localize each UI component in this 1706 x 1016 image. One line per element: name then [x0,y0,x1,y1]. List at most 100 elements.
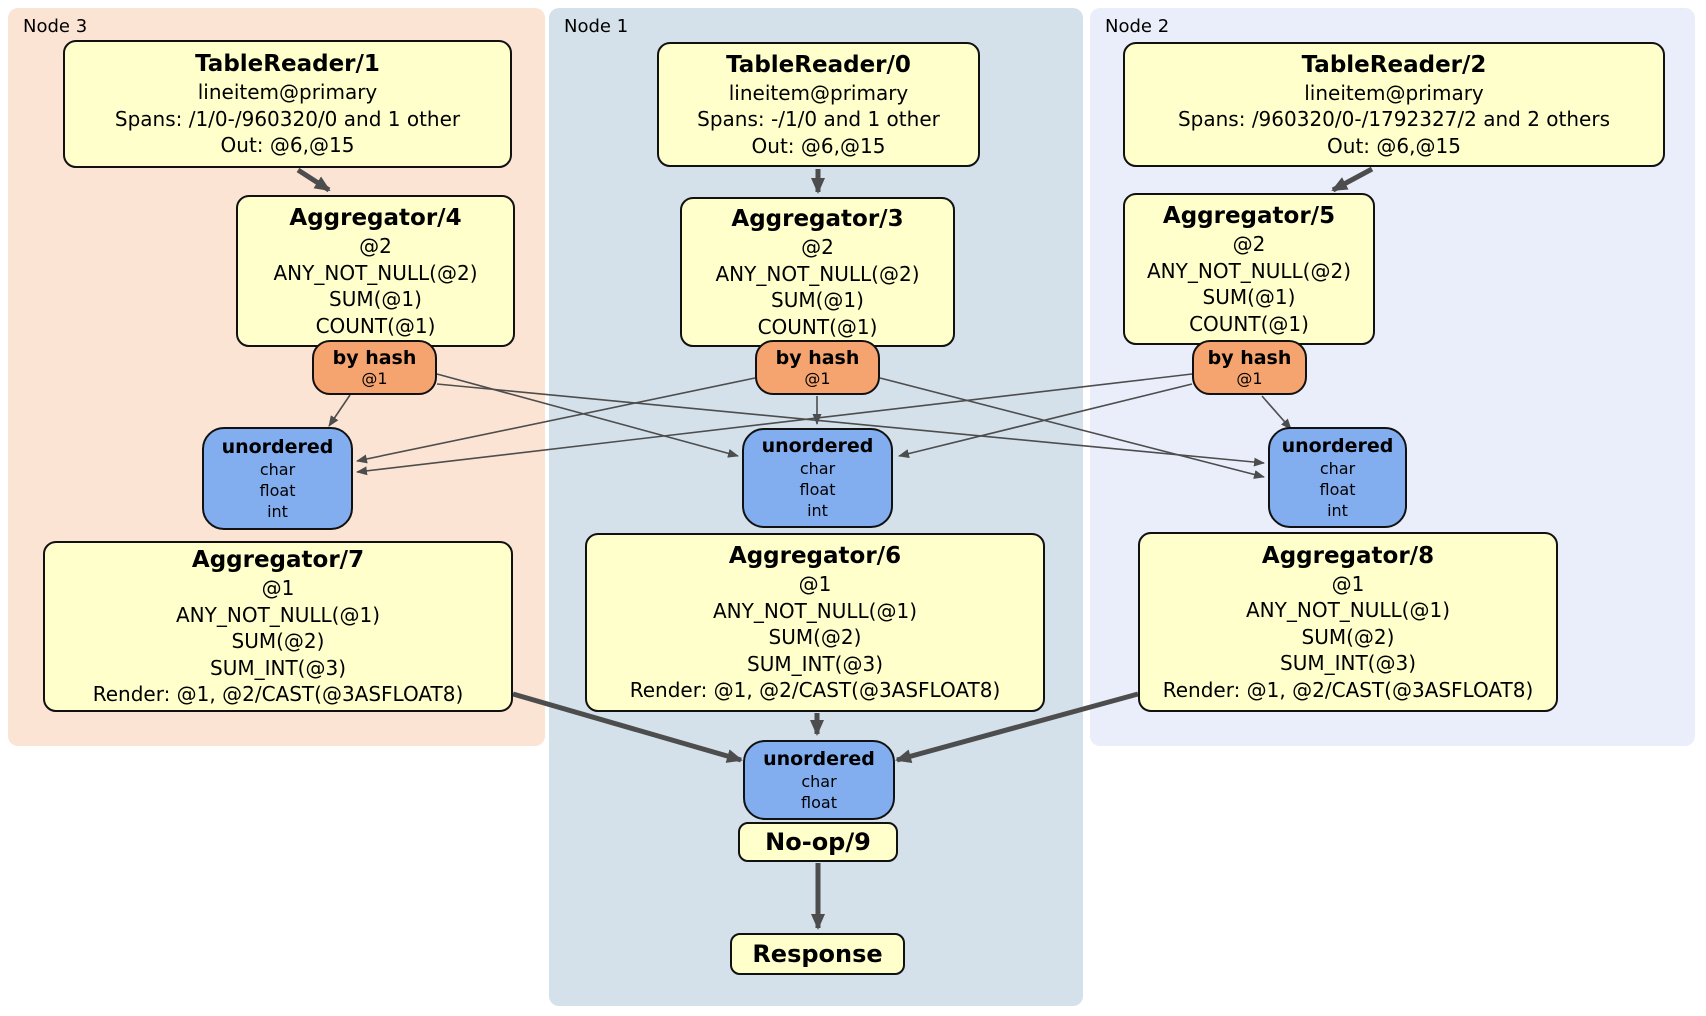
box-line: Spans: -/1/0 and 1 other [697,107,940,132]
box-line: lineitem@primary [728,80,909,105]
box-line: SUM(@1) [1202,285,1296,309]
aggregator-7-box: Aggregator/7 @1 ANY_NOT_NULL(@1) SUM(@2)… [43,541,513,712]
box-line: SUM(@2) [231,629,325,654]
box-line: COUNT(@1) [757,314,878,339]
box-line: SUM(@1) [771,288,864,312]
sync-line: float [799,480,836,499]
node-3-label: Node 3 [23,16,88,37]
box-line: Render: @1, @2/CAST(@3ASFLOAT8) [1162,677,1534,702]
box-line: Spans: /960320/0-/1792327/2 and 2 others [1177,107,1610,132]
sync-line: int [807,501,828,520]
sync-line: char [801,771,837,791]
box-title: Aggregator/7 [191,547,365,574]
router-key: @1 [804,369,831,388]
edge-hash5-sync8 [1261,395,1292,430]
edge-tablereader2-aggregator5 [1331,166,1374,193]
box-title: TableReader/2 [1301,51,1487,78]
box-title: Aggregator/5 [1162,203,1336,229]
box-line: @2 [1232,232,1266,256]
hash-router-5: by hash @1 [1192,340,1307,395]
sync-line: char [259,459,296,479]
node-2-label: Node 2 [1105,16,1170,37]
sync-unordered-8: unordered char float int [1268,427,1407,528]
edge-hash3-sync8 [879,377,1265,479]
box-title: TableReader/1 [195,51,380,78]
tablereader-2-box: TableReader/2 lineitem@primary Spans: /9… [1123,42,1665,167]
edge-hash3-sync7 [356,377,756,464]
box-title: Aggregator/8 [1261,542,1435,569]
box-line: Render: @1, @2/CAST(@3ASFLOAT8) [92,682,464,707]
box-line: lineitem@primary [1304,80,1484,105]
aggregator-6-box: Aggregator/6 @1 ANY_NOT_NULL(@1) SUM(@2)… [585,533,1045,712]
final-sync-unordered: unordered char float [743,740,895,820]
box-title: Aggregator/3 [731,206,904,232]
box-line: SUM_INT(@3) [1280,651,1416,676]
edge-hash5-sync7 [356,373,1193,476]
sync-line: int [267,501,288,521]
aggregator-4-box: Aggregator/4 @2 ANY_NOT_NULL(@2) SUM(@1)… [236,195,515,347]
sync-line: float [801,792,837,812]
box-line: SUM_INT(@3) [210,655,346,680]
box-title: Aggregator/6 [728,543,902,570]
router-title: by hash [775,347,860,369]
box-line: COUNT(@1) [1189,311,1309,336]
box-title: Aggregator/4 [289,205,462,231]
box-line: ANY_NOT_NULL(@1) [713,598,917,623]
box-title: No-op/9 [765,828,871,856]
box-line: Out: @6,@15 [220,133,355,158]
box-line: SUM(@2) [1301,624,1395,649]
box-line: @2 [801,235,834,259]
edge-aggregator8-final-sync [895,691,1139,764]
hash-router-4: by hash @1 [312,340,437,395]
aggregator-3-box: Aggregator/3 @2 ANY_NOT_NULL(@2) SUM(@1)… [680,197,955,347]
box-line: ANY_NOT_NULL(@2) [1147,258,1351,283]
sync-line: float [259,480,296,500]
tablereader-1-box: TableReader/1 lineitem@primary Spans: /1… [63,40,512,168]
box-line: Out: @6,@15 [751,133,886,158]
box-line: ANY_NOT_NULL(@2) [273,260,478,285]
sync-title: unordered [763,747,875,770]
box-line: ANY_NOT_NULL(@1) [1246,598,1450,623]
box-line: @1 [261,576,295,601]
aggregator-5-box: Aggregator/5 @2 ANY_NOT_NULL(@2) SUM(@1)… [1123,193,1375,345]
box-line: Out: @6,@15 [1327,133,1461,158]
aggregator-8-box: Aggregator/8 @1 ANY_NOT_NULL(@1) SUM(@2)… [1138,532,1558,712]
router-key: @1 [1236,369,1263,388]
box-line: @2 [359,234,392,258]
edge-hash4-sync7 [328,394,351,427]
box-title: TableReader/0 [726,51,911,78]
router-key: @1 [361,369,388,388]
box-line: Render: @1, @2/CAST(@3ASFLOAT8) [629,678,1001,703]
noop-9-box: No-op/9 [738,822,898,862]
hash-router-3: by hash @1 [755,340,880,395]
edge-hash4-sync8 [436,383,1265,467]
box-line: SUM_INT(@3) [747,651,883,676]
sync-line: char [799,459,836,478]
box-line: COUNT(@1) [315,313,436,338]
edge-hash4-sync6 [436,373,739,458]
box-line: Spans: /1/0-/960320/0 and 1 other [114,106,461,131]
sync-line: int [1327,500,1348,520]
box-title: Response [752,940,883,968]
edge-hash5-sync6 [898,383,1193,458]
response-box: Response [730,933,905,975]
edge-aggregator7-final-sync [512,691,743,763]
box-line: SUM(@1) [329,287,422,311]
box-line: ANY_NOT_NULL(@2) [715,261,920,286]
router-title: by hash [1207,347,1292,369]
sync-title: unordered [1281,434,1394,457]
box-line: @1 [798,572,832,597]
box-line: lineitem@primary [197,80,378,105]
sync-unordered-7: unordered char float int [202,427,353,530]
box-line: ANY_NOT_NULL(@1) [176,602,380,627]
sync-title: unordered [761,435,874,457]
sync-line: float [1319,479,1356,499]
sync-line: char [1319,458,1356,478]
sync-title: unordered [221,435,334,458]
tablereader-0-box: TableReader/0 lineitem@primary Spans: -/… [657,42,980,167]
router-title: by hash [332,347,417,369]
node-1-label: Node 1 [564,16,629,37]
box-line: SUM(@2) [768,625,862,650]
